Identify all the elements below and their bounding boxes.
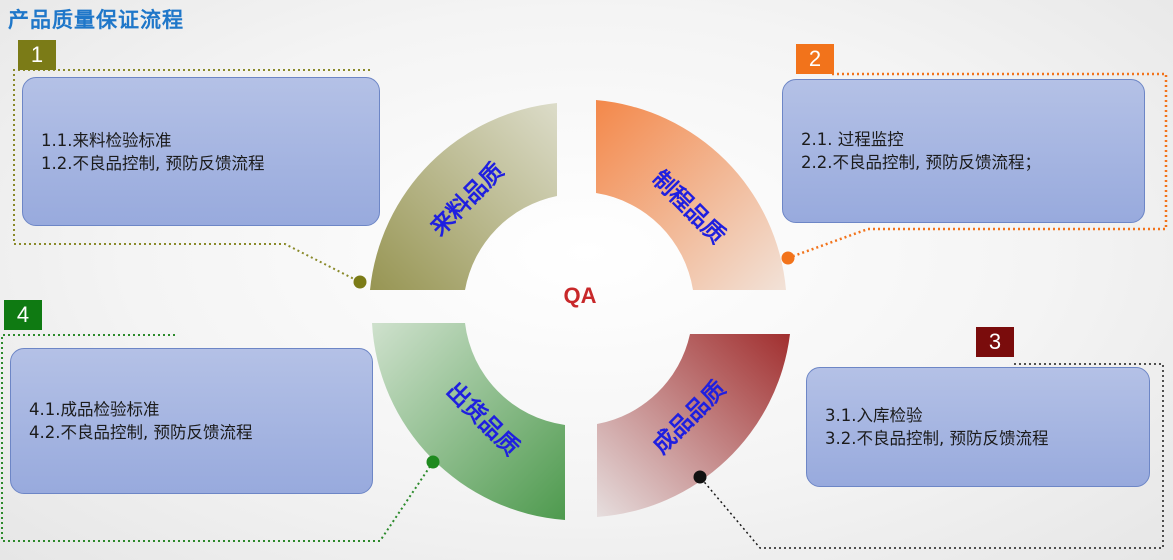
step-3-line-2: 3.2.不良品控制, 预防反馈流程 — [825, 429, 1049, 448]
connector-3 — [699, 363, 1164, 549]
step-1-line-1: 1.1.来料检验标准 — [41, 130, 172, 150]
step-2-line-1: 2.1. 过程监控 — [801, 130, 904, 149]
connector-2 — [787, 72, 1168, 260]
step-1-line-2: 1.2.不良品控制, 预防反馈流程 — [41, 153, 265, 173]
segment-incoming-quality — [370, 103, 557, 290]
step-4-line-2: 4.2.不良品控制, 预防反馈流程 — [29, 423, 253, 442]
step-box-4: 4.1.成品检验标准 4.2.不良品控制, 预防反馈流程 — [10, 348, 373, 494]
step-box-1: 1.1.来料检验标准 1.2.不良品控制, 预防反馈流程 — [22, 77, 380, 226]
connector-1 — [13, 69, 370, 283]
step-box-3: 3.1.入库检验 3.2.不良品控制, 预防反馈流程 — [806, 367, 1150, 487]
connector-dot-3 — [693, 470, 707, 484]
step-2-line-2: 2.2.不良品控制, 预防反馈流程； — [801, 153, 1041, 172]
page-title: 产品质量保证流程 — [8, 8, 184, 32]
connector-dot-1 — [353, 275, 367, 289]
connector-4 — [1, 334, 434, 542]
segment-shipping-quality — [372, 323, 565, 520]
segment-process-quality — [596, 100, 786, 290]
step-badge-1: 1 — [18, 40, 56, 70]
step-3-line-1: 3.1.入库检验 — [825, 406, 923, 425]
connector-dot-4 — [426, 455, 440, 469]
step-badge-2: 2 — [796, 44, 834, 74]
step-badge-3: 3 — [976, 327, 1014, 357]
center-label: QA — [564, 283, 597, 308]
connector-dot-2 — [781, 251, 795, 265]
step-badge-4: 4 — [4, 300, 42, 330]
step-4-line-1: 4.1.成品检验标准 — [29, 400, 160, 419]
segment-product-quality — [597, 334, 790, 517]
step-box-2: 2.1. 过程监控 2.2.不良品控制, 预防反馈流程； — [782, 79, 1145, 223]
